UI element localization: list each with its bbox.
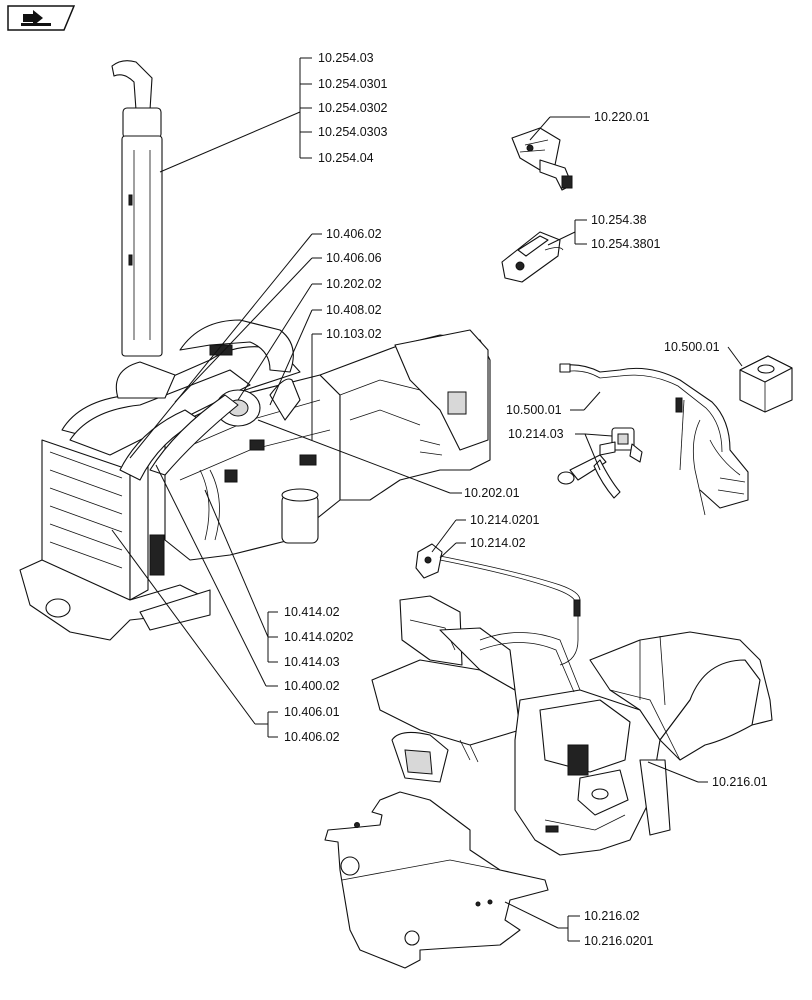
callout-air-filter[interactable]: 10.202.01 (464, 486, 520, 500)
callout-exhaust-1[interactable]: 10.254.03 (318, 51, 374, 65)
callout-bracket-1[interactable]: 10.254.38 (591, 213, 647, 227)
callout-hoses-1[interactable]: 10.406.01 (284, 705, 340, 719)
exhaust-pipe-drawing (111, 60, 163, 357)
callout-sensor-2[interactable]: 10.214.02 (470, 536, 526, 550)
fuel-tank-drawing (371, 595, 773, 856)
harness-drawing (559, 363, 749, 516)
callout-hoses-2[interactable]: 10.406.02 (284, 730, 340, 744)
callout-engine-3[interactable]: 10.202.02 (326, 277, 382, 291)
back-arrow-icon (21, 10, 51, 26)
callout-labels: 10.254.03 10.254.0301 10.254.0302 10.254… (284, 51, 768, 948)
callout-engine-5[interactable]: 10.103.02 (326, 327, 382, 341)
callout-sensor-1[interactable]: 10.214.0201 (470, 513, 540, 527)
callout-radiator-3[interactable]: 10.414.03 (284, 655, 340, 669)
sensor-drawing (415, 543, 581, 666)
callout-frame[interactable]: 10.400.02 (284, 679, 340, 693)
pedal-drawing (511, 127, 573, 191)
callout-valve[interactable]: 10.214.03 (508, 427, 564, 441)
callout-engine-1[interactable]: 10.406.02 (326, 227, 382, 241)
callout-engine-2[interactable]: 10.406.06 (326, 251, 382, 265)
callout-radiator-2[interactable]: 10.414.0202 (284, 630, 354, 644)
callout-exhaust-5[interactable]: 10.254.04 (318, 151, 374, 165)
callout-exhaust-2[interactable]: 10.254.0301 (318, 77, 388, 91)
bracket-drawing (501, 231, 564, 283)
callout-plate-1[interactable]: 10.216.02 (584, 909, 640, 923)
callout-exhaust-4[interactable]: 10.254.0303 (318, 125, 388, 139)
callout-radiator-1[interactable]: 10.414.02 (284, 605, 340, 619)
callout-harness-right[interactable]: 10.500.01 (664, 340, 720, 354)
callout-tank[interactable]: 10.216.01 (712, 775, 768, 789)
tractor-engine-drawing (19, 319, 491, 641)
reservoir-drawing (739, 355, 793, 413)
callout-bracket-2[interactable]: 10.254.3801 (591, 237, 661, 251)
nav-back-button[interactable] (7, 5, 75, 31)
callout-plate-2[interactable]: 10.216.0201 (584, 934, 654, 948)
leader-lines (111, 57, 743, 942)
floor-plate-drawing (324, 791, 549, 969)
valve-drawing (557, 427, 643, 499)
callout-harness-left[interactable]: 10.500.01 (506, 403, 562, 417)
callout-engine-4[interactable]: 10.408.02 (326, 303, 382, 317)
callout-exhaust-3[interactable]: 10.254.0302 (318, 101, 388, 115)
callout-pedal[interactable]: 10.220.01 (594, 110, 650, 124)
